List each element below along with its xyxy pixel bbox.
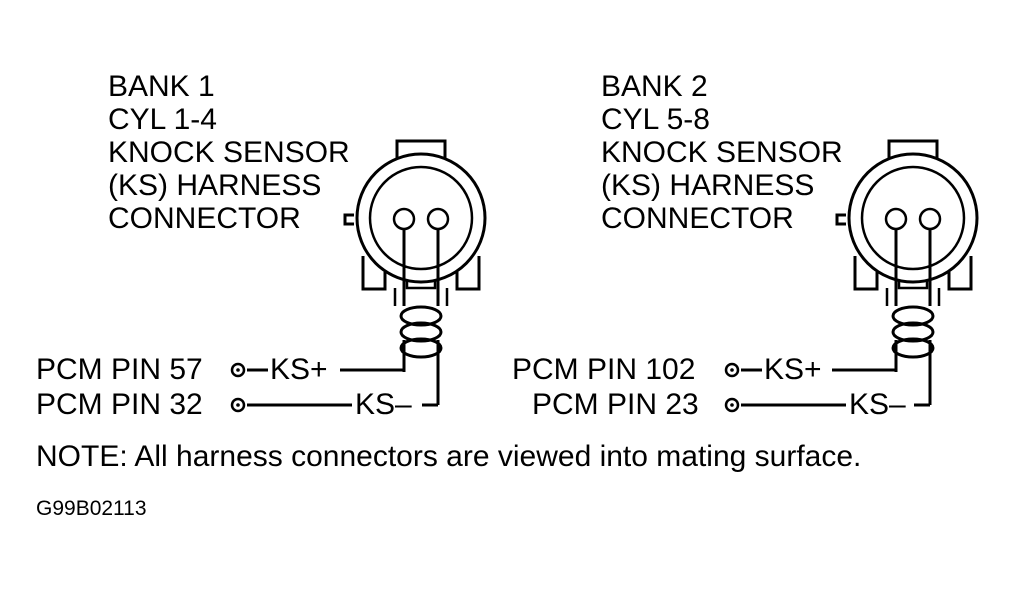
bank2-title-line: CONNECTOR	[601, 202, 794, 235]
bank1-ks-minus-label: KS–	[355, 388, 412, 421]
bank1-pin-minus-label: PCM PIN 32	[36, 388, 203, 421]
bank1-ks-plus-label: KS+	[270, 353, 328, 386]
bank2-connector	[724, 139, 979, 413]
note-text: NOTE: All harness connectors are viewed …	[36, 440, 862, 473]
bank1-title-line: BANK 1	[108, 70, 215, 103]
bank1-pin-plus-label: PCM PIN 57	[36, 353, 203, 386]
bank2-pin-minus-label: PCM PIN 23	[532, 388, 699, 421]
bank1-connector	[230, 139, 487, 413]
bank1-title-line: CYL 1-4	[108, 103, 217, 136]
figure-code: G99B02113	[36, 497, 147, 520]
bank2-title: BANK 2 CYL 5-8 KNOCK SENSOR (KS) HARNESS…	[601, 70, 843, 235]
bank1-title-line: (KS) HARNESS	[108, 169, 322, 202]
bank1-title: BANK 1 CYL 1-4 KNOCK SENSOR (KS) HARNESS…	[108, 70, 350, 235]
bank2-title-line: KNOCK SENSOR	[601, 136, 843, 169]
bank2-ks-plus-label: KS+	[764, 353, 822, 386]
bank2-ks-minus-label: KS–	[849, 388, 906, 421]
bank1-title-line: CONNECTOR	[108, 202, 301, 235]
bank1-title-line: KNOCK SENSOR	[108, 136, 350, 169]
bank2-pin-plus-label: PCM PIN 102	[512, 353, 696, 386]
bank2-title-line: BANK 2	[601, 70, 708, 103]
bank2-title-line: (KS) HARNESS	[601, 169, 815, 202]
bank2-title-line: CYL 5-8	[601, 103, 710, 136]
